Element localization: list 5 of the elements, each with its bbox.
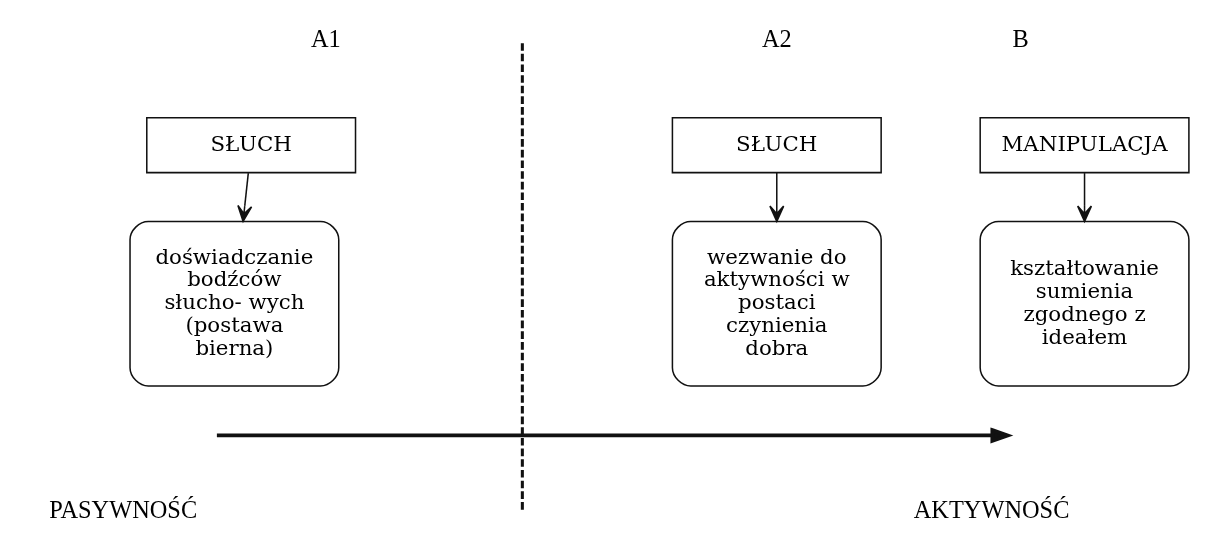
label: A2 (761, 25, 792, 53)
label: A1 (310, 25, 341, 53)
label: B (1012, 25, 1029, 53)
label: PASYWNOŚĆ (49, 496, 198, 524)
label: AKTYWNOŚĆ (913, 496, 1070, 524)
